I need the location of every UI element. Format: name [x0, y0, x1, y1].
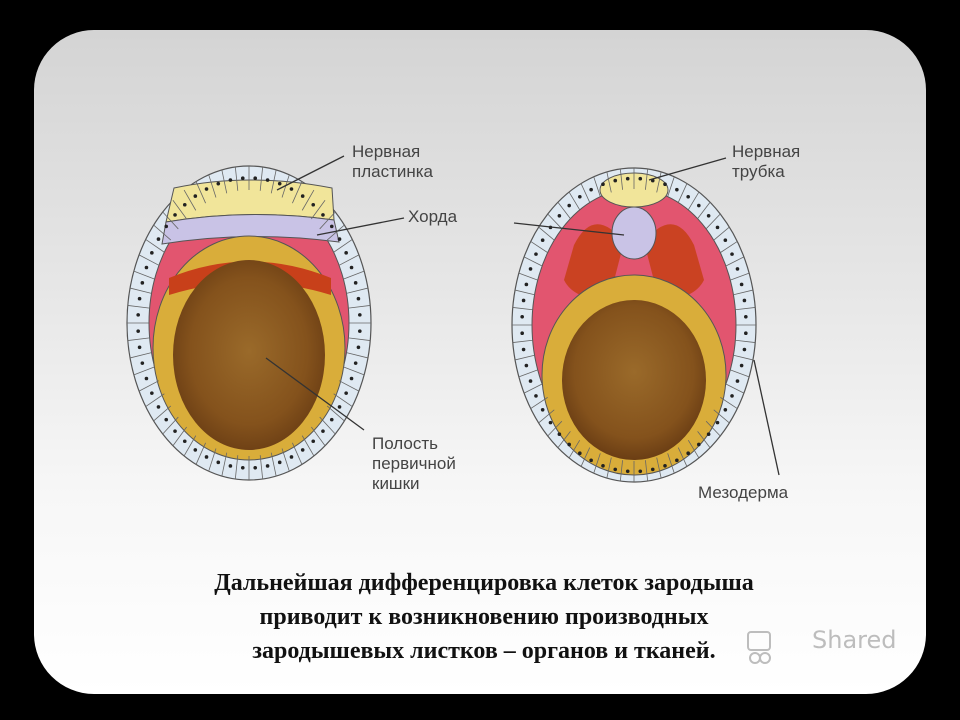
- caption-line-3: зародышевых листков – органов и тканей.: [252, 638, 716, 664]
- watermark-text: Shared: [812, 626, 897, 654]
- label-notochord: Хорда: [408, 207, 458, 226]
- embryo-diagram: [126, 155, 780, 483]
- label-mesoderm: Мезодерма: [698, 483, 789, 502]
- caption-line-2: приводит к возникновению производных: [259, 604, 709, 630]
- right-primary-gut: [562, 300, 706, 460]
- right-cell-borders: [512, 168, 756, 482]
- label-primary-gut: Полость первичной кишки: [372, 434, 456, 493]
- left-cell-borders: [127, 166, 371, 480]
- slide-panel: Нервная пластинка Хорда Нервная трубка П…: [34, 30, 926, 694]
- right-embryo: [511, 157, 780, 483]
- slide-caption: Дальнейшая дифференцировка клеток зароды…: [104, 566, 864, 668]
- left-primary-gut: [173, 260, 325, 450]
- label-neural-tube: Нервная трубка: [732, 142, 801, 181]
- right-notochord: [611, 206, 657, 260]
- label-neural-plate: Нервная пластинка: [352, 142, 434, 181]
- caption-line-1: Дальнейшая дифференцировка клеток зароды…: [214, 570, 754, 596]
- slideshare-logo-icon: [747, 631, 771, 664]
- left-embryo: [126, 155, 405, 481]
- left-notochord: [161, 213, 340, 245]
